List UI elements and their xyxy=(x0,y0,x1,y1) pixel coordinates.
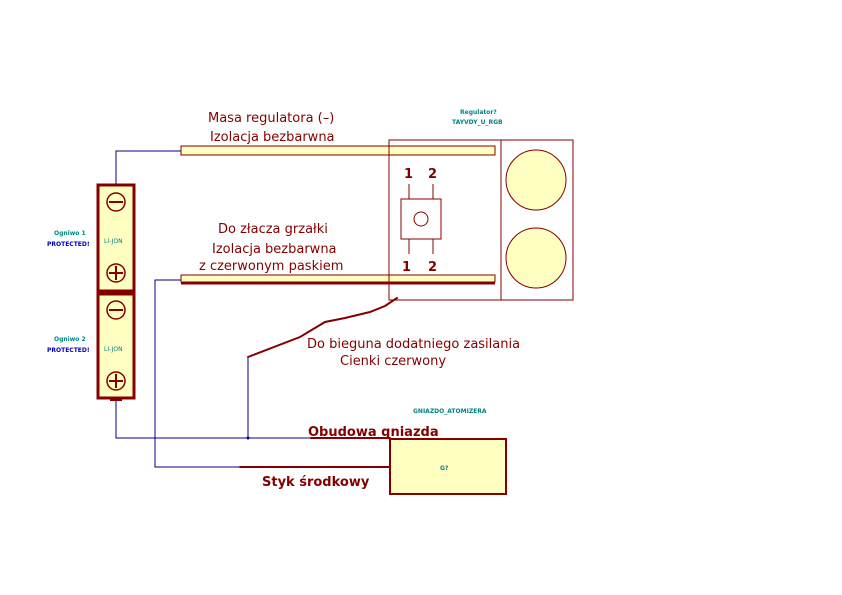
regulator-pin-top-1: 1 xyxy=(404,167,413,182)
cell2-minus-terminal xyxy=(106,300,126,320)
strip-zlacze xyxy=(180,274,496,283)
regulator-button-bottom xyxy=(505,227,567,289)
annotations: Masa regulatora (–) Izolacja bezbarwna D… xyxy=(199,111,520,490)
cell1-value: PROTECTED! xyxy=(47,241,90,248)
wire-cell1-to-masa xyxy=(115,150,181,185)
cell1-minus-terminal xyxy=(106,192,126,212)
regulator-ref: Regulator? xyxy=(460,109,497,116)
label-masa-line2: Izolacja bezbarwna xyxy=(210,130,335,145)
regulator-value: TAYVDY_U_RGB xyxy=(452,119,503,126)
leads xyxy=(239,297,398,468)
cell2-plus-terminal xyxy=(106,371,126,391)
atomizer-socket: G? GNIAZDO_ATOMIZERA xyxy=(389,408,507,495)
cell1-ref: Ogniwo 1 xyxy=(54,230,86,237)
regulator-button-top xyxy=(505,149,567,211)
regulator-pin-bottom-1: 1 xyxy=(402,260,411,275)
lead-biegun-dodatni xyxy=(247,297,398,358)
cell2-bottom-tab xyxy=(110,397,122,401)
label-zlacze-line3: z czerwonym paskiem xyxy=(199,259,343,274)
cell2-ref: Ogniwo 2 xyxy=(54,336,86,343)
battery-cell-1: LI-JON Ogniwo 1 PROTECTED! xyxy=(47,183,136,293)
label-biegun-line1: Do bieguna dodatniego zasilania xyxy=(307,337,520,352)
cell2-value: PROTECTED! xyxy=(47,347,90,354)
battery-cell-2: LI-JON Ogniwo 2 PROTECTED! xyxy=(47,292,136,401)
regulator-switch xyxy=(400,184,442,254)
socket-value: G? xyxy=(440,465,449,472)
regulator-display-frame xyxy=(500,139,574,301)
label-zlacze-line2: Izolacja bezbarwna xyxy=(212,242,337,257)
wire-cell2-to-obudowa xyxy=(115,400,311,439)
regulator-pin-bottom-2: 2 xyxy=(428,260,437,275)
wire-zlacze-to-styk xyxy=(154,279,240,468)
wires xyxy=(115,150,311,468)
socket-body xyxy=(389,438,507,495)
cell2-type: LI-JON xyxy=(104,346,123,353)
label-obudowa: Obudowa gniazda xyxy=(308,425,439,440)
wire-junction xyxy=(246,436,250,440)
label-zlacze-line1: Do złacza grzałki xyxy=(218,222,328,237)
regulator-pin-top-2: 2 xyxy=(428,167,437,182)
label-biegun-line2: Cienki czerwony xyxy=(340,354,446,369)
regulator: 1 2 1 2 Regulator? TAYVDY_U_RGB xyxy=(388,109,574,301)
socket-ref: GNIAZDO_ATOMIZERA xyxy=(413,408,487,415)
label-masa-line1: Masa regulatora (–) xyxy=(208,111,334,126)
label-styk: Styk środkowy xyxy=(262,475,370,490)
cell1-plus-terminal xyxy=(106,263,126,283)
strip-masa xyxy=(180,145,496,156)
cell1-type: LI-JON xyxy=(104,238,123,245)
